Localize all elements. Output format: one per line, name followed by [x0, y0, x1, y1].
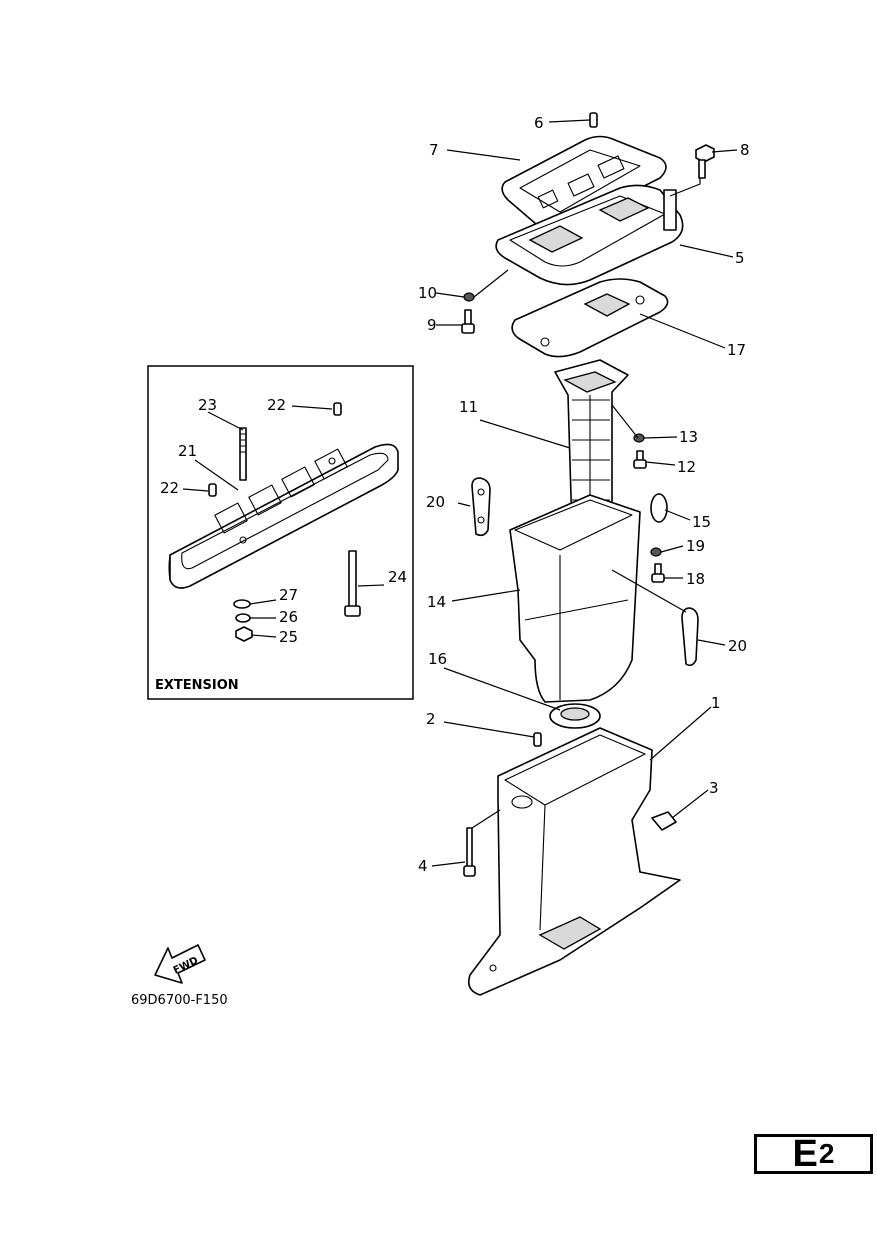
callout-8: 8	[740, 141, 750, 159]
bracket-20-left	[471, 477, 491, 537]
callout-22a: 22	[267, 396, 286, 414]
callout-23: 23	[198, 396, 217, 414]
callout-25: 25	[279, 628, 298, 646]
callout-21: 21	[178, 442, 197, 460]
gasket-17	[511, 278, 669, 358]
bolt-4	[463, 827, 476, 877]
extension-title: EXTENSION	[155, 678, 239, 693]
exhaust-guide-11	[554, 359, 629, 531]
callout-14: 14	[427, 593, 446, 611]
callout-6: 6	[534, 114, 544, 132]
bracket-20-right	[681, 607, 699, 667]
callout-22b: 22	[160, 479, 179, 497]
section-badge: E 2	[754, 1134, 873, 1174]
dowel-22-left	[208, 483, 217, 497]
washer-27	[233, 599, 251, 609]
callout-18: 18	[686, 570, 705, 588]
bolt-24	[344, 550, 361, 617]
mount-plate-5	[495, 184, 684, 286]
figure-code: 69D6700-F150	[131, 993, 228, 1008]
gasket-7	[501, 135, 667, 230]
callout-10: 10	[418, 284, 437, 302]
callout-20a: 20	[426, 493, 445, 511]
stud-23	[239, 427, 247, 481]
grommet-16	[549, 703, 601, 729]
section-letter: E	[792, 1133, 818, 1175]
bolt-12	[633, 450, 647, 469]
cover-3	[651, 811, 677, 831]
section-number: 2	[818, 1138, 835, 1169]
callout-12: 12	[677, 458, 696, 476]
callout-16: 16	[428, 650, 447, 668]
fwd-arrow-icon: FWD	[154, 944, 206, 984]
bolt-8	[695, 144, 715, 179]
callout-17: 17	[727, 341, 746, 359]
washer-26	[235, 613, 251, 623]
callout-19: 19	[686, 537, 705, 555]
callout-7: 7	[429, 141, 439, 159]
callout-9: 9	[427, 316, 437, 334]
callout-4: 4	[418, 857, 428, 875]
callout-2: 2	[426, 710, 436, 728]
bolt-18	[651, 563, 665, 583]
dowel-2	[533, 732, 542, 747]
callout-3: 3	[709, 779, 719, 797]
callout-24: 24	[388, 568, 407, 586]
callout-27: 27	[279, 586, 298, 604]
callout-5: 5	[735, 249, 745, 267]
nut-25	[235, 626, 253, 642]
callout-26: 26	[279, 608, 298, 626]
upper-case-14	[509, 494, 641, 703]
drive-shaft-housing-1	[467, 727, 681, 996]
callout-1: 1	[711, 694, 721, 712]
callout-15: 15	[692, 513, 711, 531]
seal-15	[650, 493, 668, 523]
callout-13: 13	[679, 428, 698, 446]
dowel-22-top	[333, 402, 342, 416]
extension-plate	[168, 443, 399, 589]
nut-10	[463, 292, 475, 302]
callout-11: 11	[459, 398, 478, 416]
dowel-6	[589, 112, 598, 128]
bolt-9	[461, 309, 475, 334]
extension-inset: EXTENSION	[147, 365, 414, 700]
callout-20b: 20	[728, 637, 747, 655]
washer-19	[650, 547, 662, 557]
